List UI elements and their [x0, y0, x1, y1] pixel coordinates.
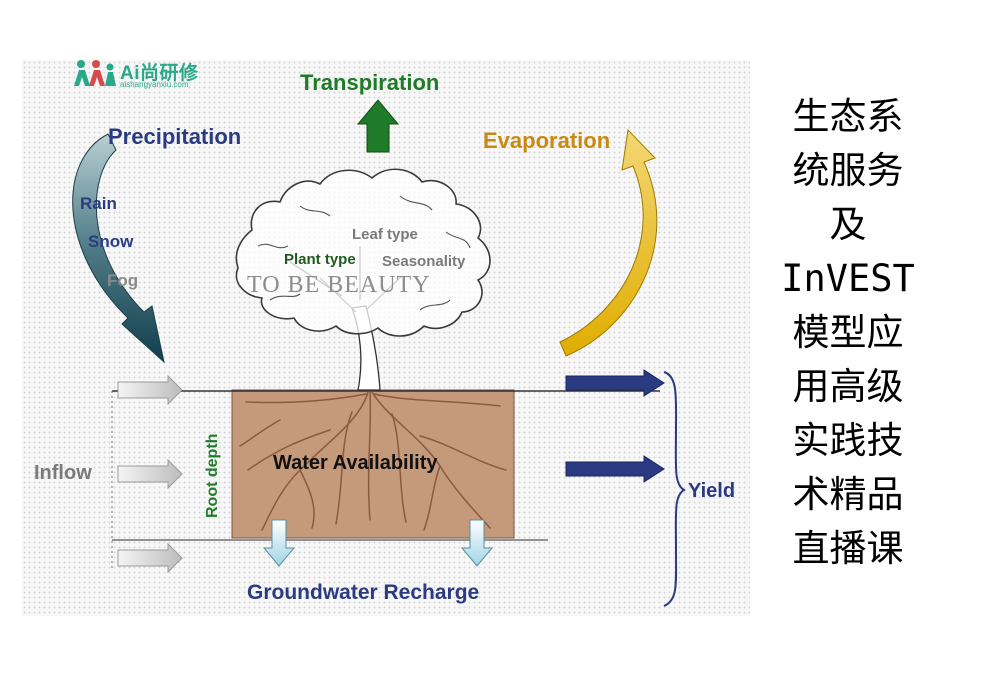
precipitation-label: Precipitation — [108, 124, 242, 149]
course-title-line: 直播课 — [792, 527, 904, 570]
course-title-line: 统服务 — [792, 149, 904, 192]
groundwater-recharge-label: Groundwater Recharge — [247, 581, 480, 604]
logo-subtitle: aishangyanxiu.com — [120, 80, 189, 89]
course-title: 生态系 统服务 及 InVEST 模型应 用高级 实践技 术精品 直播课 — [778, 90, 918, 576]
leaf-type-label: Leaf type — [352, 226, 418, 243]
course-title-line: 实践技 — [792, 419, 904, 462]
yield-brace — [663, 371, 686, 607]
inflow-label: Inflow — [34, 462, 92, 484]
transpiration-arrow — [356, 99, 400, 153]
course-title-line: 模型应 — [792, 311, 904, 354]
course-title-line: InVEST — [781, 257, 915, 300]
snow-label: Snow — [88, 232, 134, 251]
plant-type-label: Plant type — [284, 251, 356, 268]
evaporation-arrow — [559, 128, 658, 357]
course-title-line: 术精品 — [792, 473, 904, 516]
course-title-line: 用高级 — [792, 365, 904, 408]
course-title-line: 生态系 — [792, 95, 904, 138]
transpiration-label: Transpiration — [300, 70, 440, 95]
precipitation-arrow — [72, 133, 165, 364]
root-depth-label: Root depth — [204, 433, 221, 518]
logo-figures-icon — [74, 60, 116, 86]
yield-arrows — [565, 369, 665, 483]
rain-label: Rain — [80, 194, 117, 213]
brand-logo: Ai尚研修 aishangyanxiu.com — [72, 58, 212, 92]
watermark-text: TO BE BEAUTY — [247, 272, 431, 298]
water-availability-label: Water Availability — [273, 452, 438, 474]
seasonality-label: Seasonality — [382, 253, 466, 270]
logo-title: Ai尚研修 — [120, 63, 199, 84]
roots — [239, 391, 507, 531]
fog-label: Fog — [107, 271, 139, 290]
groundwater-arrows — [262, 519, 494, 567]
course-title-line: 及 — [829, 203, 867, 246]
yield-label: Yield — [688, 480, 736, 502]
soil-block — [231, 389, 515, 539]
inflow-arrows — [117, 374, 183, 574]
evaporation-label: Evaporation — [483, 128, 611, 153]
tree-crown-detail — [257, 195, 471, 311]
